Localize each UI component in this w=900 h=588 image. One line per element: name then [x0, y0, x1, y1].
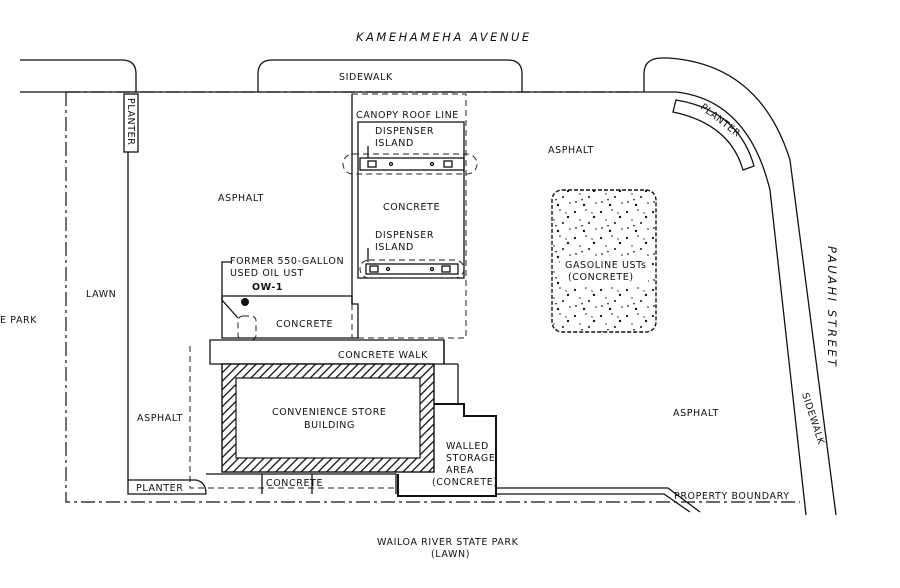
walled-label-2: STORAGE	[446, 453, 495, 464]
concrete-bottom-label: CONCRETE	[266, 478, 323, 489]
dispenser1-label-2: ISLAND	[375, 138, 414, 149]
west-park-label: E PARK	[0, 315, 37, 326]
sidewalk-right-label: SIDEWALK	[799, 392, 826, 447]
dispenser1-label-1: DISPENSER	[375, 126, 434, 137]
north-street-label: KAMEHAMEHA AVENUE	[356, 30, 532, 44]
concrete-strip-bottom	[206, 473, 397, 494]
ow1-well-marker	[241, 298, 249, 306]
left-planter-label: PLANTER	[125, 98, 136, 145]
south-curb	[496, 487, 701, 513]
dispenser2-label-1: DISPENSER	[375, 230, 434, 241]
ust-label-2: (CONCRETE)	[568, 272, 634, 283]
bottom-planter	[127, 479, 207, 495]
ow1-label: OW-1	[252, 282, 283, 293]
concrete-pad-label: CONCRETE	[276, 319, 333, 330]
store-label-2: BUILDING	[304, 420, 355, 431]
corner-planter	[672, 99, 755, 171]
concrete-walk-label: CONCRETE WALK	[338, 350, 428, 361]
left-planter	[123, 93, 139, 153]
asphalt-ne-label: ASPHALT	[548, 145, 594, 156]
former-ust-label-1: FORMER 550-GALLON	[230, 256, 344, 267]
east-sidewalk	[644, 57, 837, 516]
walled-label-4: (CONCRETE)	[432, 477, 498, 488]
former-oil-ust	[237, 315, 257, 341]
bottom-planter-label: PLANTER	[136, 483, 183, 494]
canopy-label: CANOPY ROOF LINE	[356, 110, 459, 121]
walled-label-3: AREA	[446, 465, 474, 476]
east-street-label: PAUAHI STREET	[825, 246, 839, 369]
dispenser-island-2	[359, 259, 465, 279]
dispenser2-label-2: ISLAND	[375, 242, 414, 253]
south-park-label-2: (LAWN)	[431, 549, 470, 560]
sidewalk-top-label: SIDEWALK	[339, 72, 393, 83]
property-boundary-label: PROPERTY BOUNDARY	[674, 491, 790, 502]
ust-label-1: GASOLINE USTs	[565, 260, 647, 271]
former-ust-label-2: USED OIL UST	[230, 268, 304, 279]
south-park-label-1: WAILOA RIVER STATE PARK	[377, 537, 519, 548]
store-label-1: CONVENIENCE STORE	[272, 407, 387, 418]
asphalt-nw-label: ASPHALT	[218, 193, 264, 204]
asphalt-e-label: ASPHALT	[673, 408, 719, 419]
asphalt-w-label: ASPHALT	[137, 413, 183, 424]
property-boundary-line	[65, 91, 800, 503]
canopy-concrete-label: CONCRETE	[383, 202, 440, 213]
lawn-label: LAWN	[86, 289, 116, 300]
walled-storage-area	[397, 403, 497, 497]
canopy-concrete-outline	[357, 121, 465, 279]
walled-label-1: WALLED	[446, 441, 489, 452]
dispenser-island-1	[342, 153, 478, 175]
store-area-dashed-outline	[189, 346, 396, 489]
